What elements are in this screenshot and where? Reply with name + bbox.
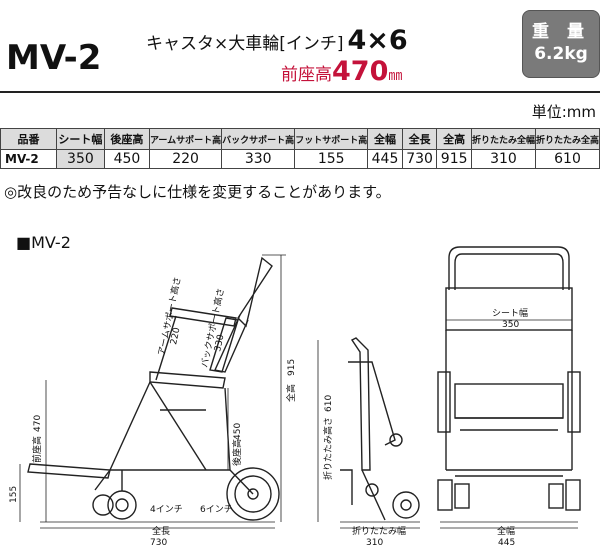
caster-wheel-value: 4×6 — [347, 25, 408, 56]
change-notice: ◎改良のため予告なしに仕様を変更することがあります。 — [4, 183, 391, 201]
cell-fold-height: 610 — [534, 149, 600, 169]
cell-foot-height: 155 — [294, 149, 369, 169]
cell-total-height: 915 — [436, 149, 472, 169]
table-row: MV-2 350 450 220 330 155 445 730 915 310… — [0, 149, 600, 169]
unit-label: 単位:mm — [531, 103, 596, 121]
caster-wheel-label: キャスタ×大車輪[インチ] — [146, 34, 344, 54]
col-header: 全長 — [401, 128, 438, 150]
length-label: 全長 — [152, 525, 170, 537]
length-value: 730 — [150, 538, 167, 548]
col-header: 折りたたみ全幅 — [470, 128, 536, 150]
cell-fold-width: 310 — [470, 149, 536, 169]
foot-height-value: 155 — [9, 486, 19, 503]
fold-width-value: 310 — [366, 538, 383, 548]
front-seat-label: 前座高 — [281, 65, 332, 85]
side-view-drawing — [19, 254, 286, 529]
weight-value: 6.2kg — [534, 44, 588, 64]
total-height-label: 全高 — [285, 384, 297, 402]
front-view-drawing — [437, 246, 581, 529]
cell-model: MV-2 — [0, 149, 57, 169]
folded-view-drawing — [317, 337, 420, 529]
rear-seat-value: 450 — [233, 423, 243, 440]
front-seat-value: 470 — [33, 415, 43, 432]
cell-total-length: 730 — [401, 149, 438, 169]
total-width-value: 445 — [498, 538, 515, 548]
seat-width-label: シート幅 — [492, 307, 528, 319]
caster-size-label: 4インチ — [150, 504, 183, 515]
fold-height-value: 610 — [324, 395, 334, 412]
seat-width-value: 350 — [502, 320, 519, 330]
fold-width-label: 折りたたみ幅 — [352, 525, 406, 537]
rear-seat-label: 後座高 — [231, 439, 243, 466]
col-header: フットサポート高 — [294, 128, 369, 150]
cell-seat-width: 350 — [55, 149, 105, 169]
total-width-label: 全幅 — [497, 525, 515, 537]
cell-back-height: 330 — [221, 149, 296, 169]
weight-label: 重 量 — [532, 22, 590, 42]
col-header: アームサポート高 — [148, 128, 223, 150]
col-header: バックサポート高 — [221, 128, 296, 150]
arm-height-value: 220 — [169, 326, 182, 345]
fold-height-label: 折りたたみ高さ — [322, 417, 334, 480]
caster-wheel-spec: キャスタ×大車輪[インチ]4×6 — [146, 25, 408, 56]
front-seat-value: 470 — [332, 56, 389, 87]
total-height-value: 915 — [287, 359, 297, 376]
back-height-value: 330 — [213, 333, 226, 352]
model-title: MV-2 — [6, 38, 102, 78]
wheel-size-label: 6インチ — [200, 504, 233, 515]
front-seat-label: 前座高 — [31, 436, 43, 463]
col-header: シート幅 — [55, 128, 105, 150]
diagram-title: ■MV-2 — [16, 233, 71, 252]
cell-arm-height: 220 — [148, 149, 223, 169]
front-seat-spec: 前座高470㎜ — [281, 56, 402, 87]
spec-table: 品番 シート幅 後座高 アームサポート高 バックサポート高 フットサポート高 全… — [0, 128, 600, 169]
header-divider — [0, 91, 600, 93]
cell-total-width: 445 — [367, 149, 403, 169]
front-seat-unit: ㎜ — [388, 68, 403, 84]
